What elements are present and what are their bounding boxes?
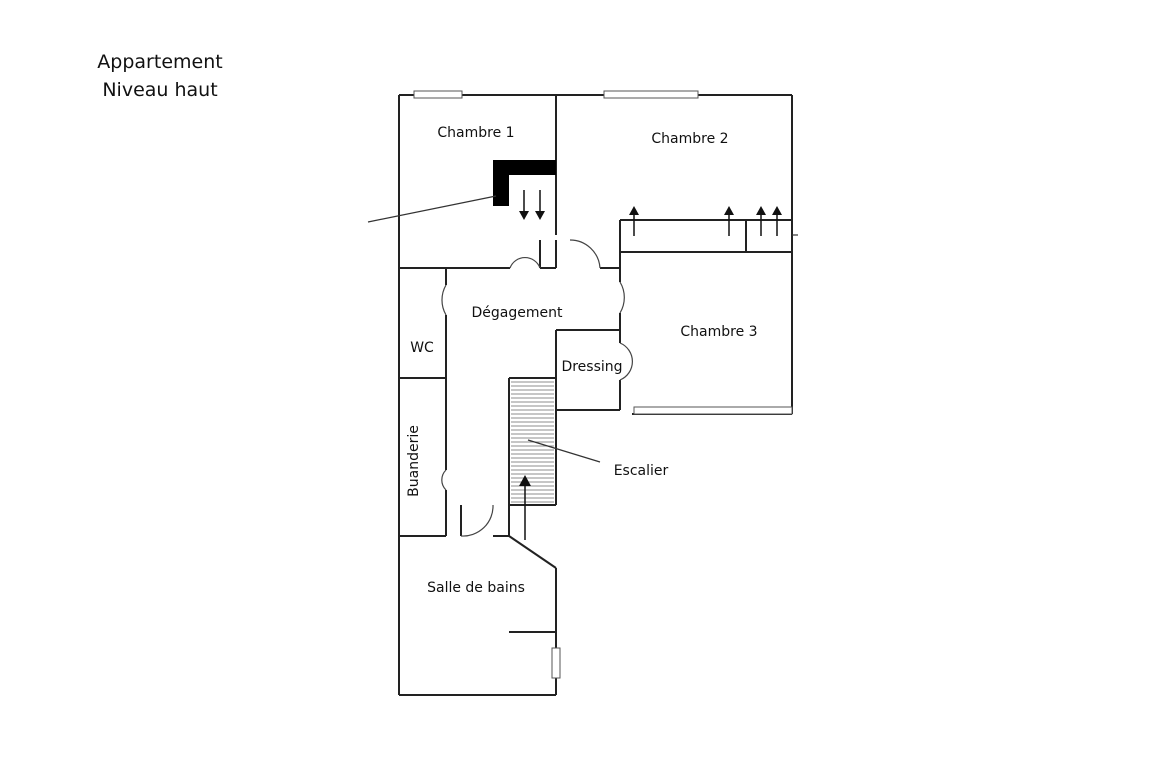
door-wc — [441, 284, 447, 316]
walls — [398, 94, 798, 696]
label-chambre2: Chambre 2 — [651, 131, 728, 147]
fireplace — [367, 160, 556, 223]
plan-title-line1: Appartement — [97, 51, 223, 73]
label-chambre3: Chambre 3 — [680, 324, 757, 340]
label-buanderie: Buanderie — [406, 425, 422, 497]
door-chambre2 — [569, 239, 601, 269]
window-chambre1 — [413, 90, 463, 99]
plan-title: Appartement Niveau haut — [80, 48, 240, 104]
ventilation-arrows — [519, 190, 782, 540]
door-chambre1 — [509, 256, 541, 269]
door-dressing — [619, 342, 633, 381]
door-salle-de-bains — [460, 504, 494, 537]
doors — [441, 239, 633, 537]
room-labels: Chambre 1 Chambre 2 Chambre 3 Dégagement… — [406, 125, 758, 596]
plan-title-line2: Niveau haut — [102, 79, 218, 101]
staircase — [511, 381, 554, 503]
window-chambre3 — [633, 406, 793, 415]
label-wc: WC — [410, 340, 434, 356]
label-escalier: Escalier — [614, 463, 669, 479]
label-chambre1: Chambre 1 — [437, 125, 514, 141]
window-chambre2 — [603, 90, 699, 99]
window-salle-de-bains — [551, 647, 561, 679]
label-salle-de-bains: Salle de bains — [427, 580, 525, 596]
windows — [413, 90, 793, 679]
door-chambre3 — [619, 281, 625, 314]
escalier-leader — [527, 439, 601, 463]
label-degagement: Dégagement — [472, 305, 563, 321]
door-buanderie — [441, 469, 447, 491]
label-dressing: Dressing — [561, 359, 622, 375]
